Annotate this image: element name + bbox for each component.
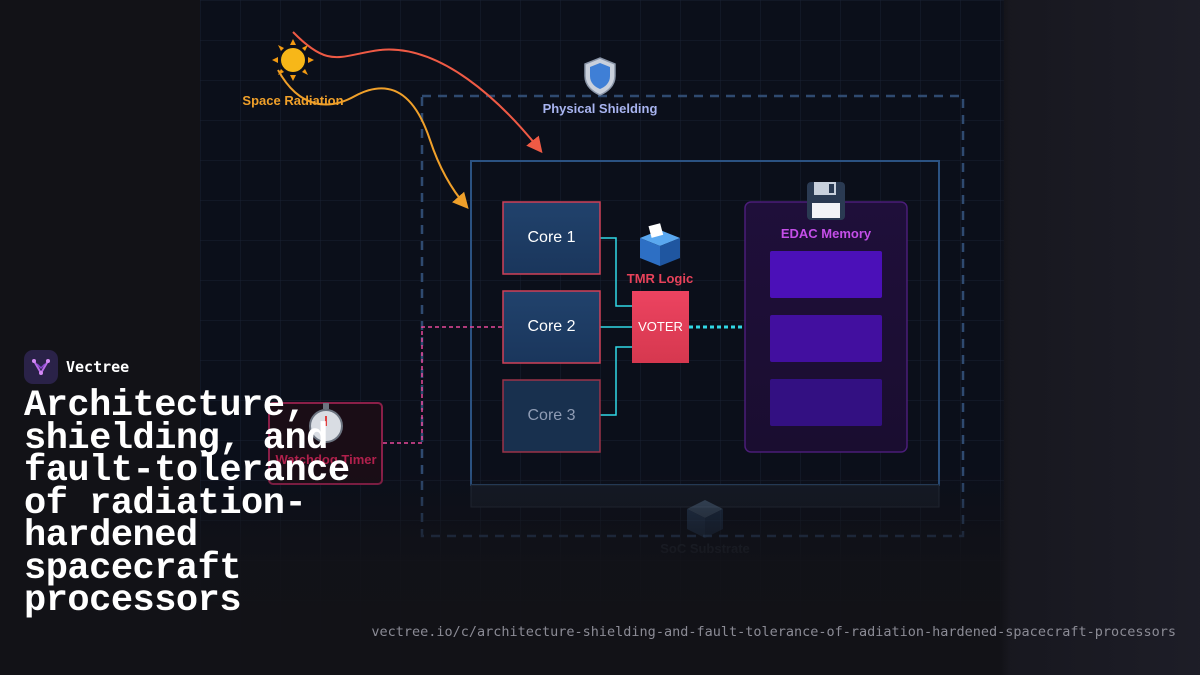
voter-block: VOTER xyxy=(632,291,689,363)
brand-name: Vectree xyxy=(66,358,130,376)
core-2-label: Core 2 xyxy=(527,318,575,335)
edac-bank-2 xyxy=(770,315,882,362)
shielding-label: Physical Shielding xyxy=(543,101,658,116)
core-2: Core 2 xyxy=(502,290,601,364)
voter-label: VOTER xyxy=(638,319,683,334)
edac-bank-1 xyxy=(770,251,882,298)
tmr-label: TMR Logic xyxy=(627,271,693,286)
soc-label: SoC Substrate xyxy=(660,541,750,556)
radiation-label: Space Radiation xyxy=(242,93,343,108)
page-title: Architecture, shielding, and fault-toler… xyxy=(24,385,350,622)
vectree-logo-icon xyxy=(24,350,58,384)
core-1-label: Core 1 xyxy=(527,229,575,246)
edac-bank-3 xyxy=(770,379,882,426)
brand: Vectree xyxy=(24,350,129,384)
floppy-disk-icon xyxy=(807,182,845,220)
edac-label: EDAC Memory xyxy=(781,226,872,241)
core-3-label: Core 3 xyxy=(527,407,575,424)
core-1: Core 1 xyxy=(502,201,601,275)
page-url: vectree.io/c/architecture-shielding-and-… xyxy=(371,624,1176,640)
core-3: Core 3 xyxy=(502,379,601,453)
